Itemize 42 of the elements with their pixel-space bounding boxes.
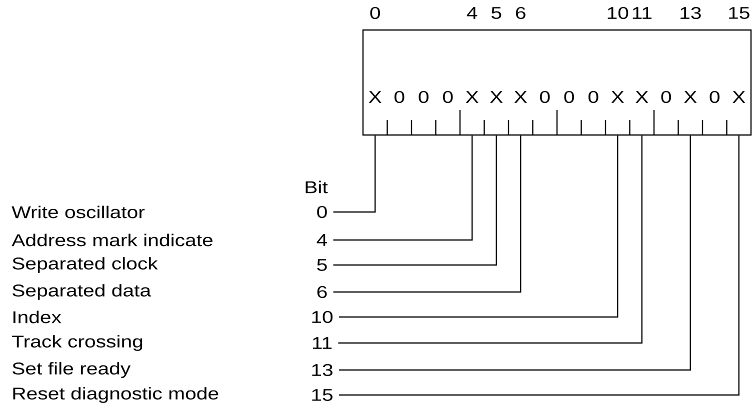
register-box: [362, 29, 752, 136]
bit-number: 5: [317, 259, 327, 271]
connector-line: [338, 136, 740, 396]
bit-number: 0: [317, 206, 327, 218]
signal-name: Separated data: [12, 284, 152, 300]
bit-value: 0: [588, 90, 598, 104]
bit-value: X: [514, 91, 527, 103]
bit-value: X: [636, 91, 648, 103]
bit-value: X: [732, 91, 746, 103]
signal-name: Address mark indicate: [12, 234, 212, 246]
bit-value: 0: [710, 90, 720, 104]
connector-line: [338, 136, 618, 318]
bit-number: 6: [317, 286, 327, 298]
bit-value: 0: [443, 90, 453, 104]
bit-value: 0: [418, 90, 428, 104]
connector-line: [333, 136, 522, 293]
connector-line: [333, 136, 497, 266]
bit-value: X: [611, 91, 624, 103]
bit-value: 0: [394, 90, 404, 104]
signal-name: Reset diagnostic mode: [13, 387, 218, 403]
signal-name: Write oscillator: [12, 206, 145, 218]
bit-value: 0: [540, 90, 550, 104]
bit-value: X: [466, 91, 478, 103]
bit-number: 13: [312, 364, 332, 376]
bit-number: 10: [312, 310, 333, 324]
column-heading: Bit: [306, 180, 328, 194]
bit-value: X: [684, 91, 697, 103]
signal-name: Set file ready: [12, 362, 131, 378]
connector-line: [333, 136, 376, 213]
connector-line: [338, 136, 691, 371]
bit-value: 0: [564, 90, 574, 104]
signal-name: Separated clock: [12, 257, 158, 273]
bit-value: X: [490, 91, 503, 103]
bit-value: 0: [661, 90, 671, 104]
bit-number: 11: [312, 337, 332, 349]
bit-number: 15: [312, 389, 332, 401]
signal-name: Index: [13, 310, 62, 324]
bit-number: 4: [316, 234, 328, 246]
bit-value: X: [368, 91, 382, 103]
connector-line: [338, 136, 642, 344]
signal-name: Track crossing: [12, 335, 142, 351]
connector-line: [333, 136, 473, 241]
